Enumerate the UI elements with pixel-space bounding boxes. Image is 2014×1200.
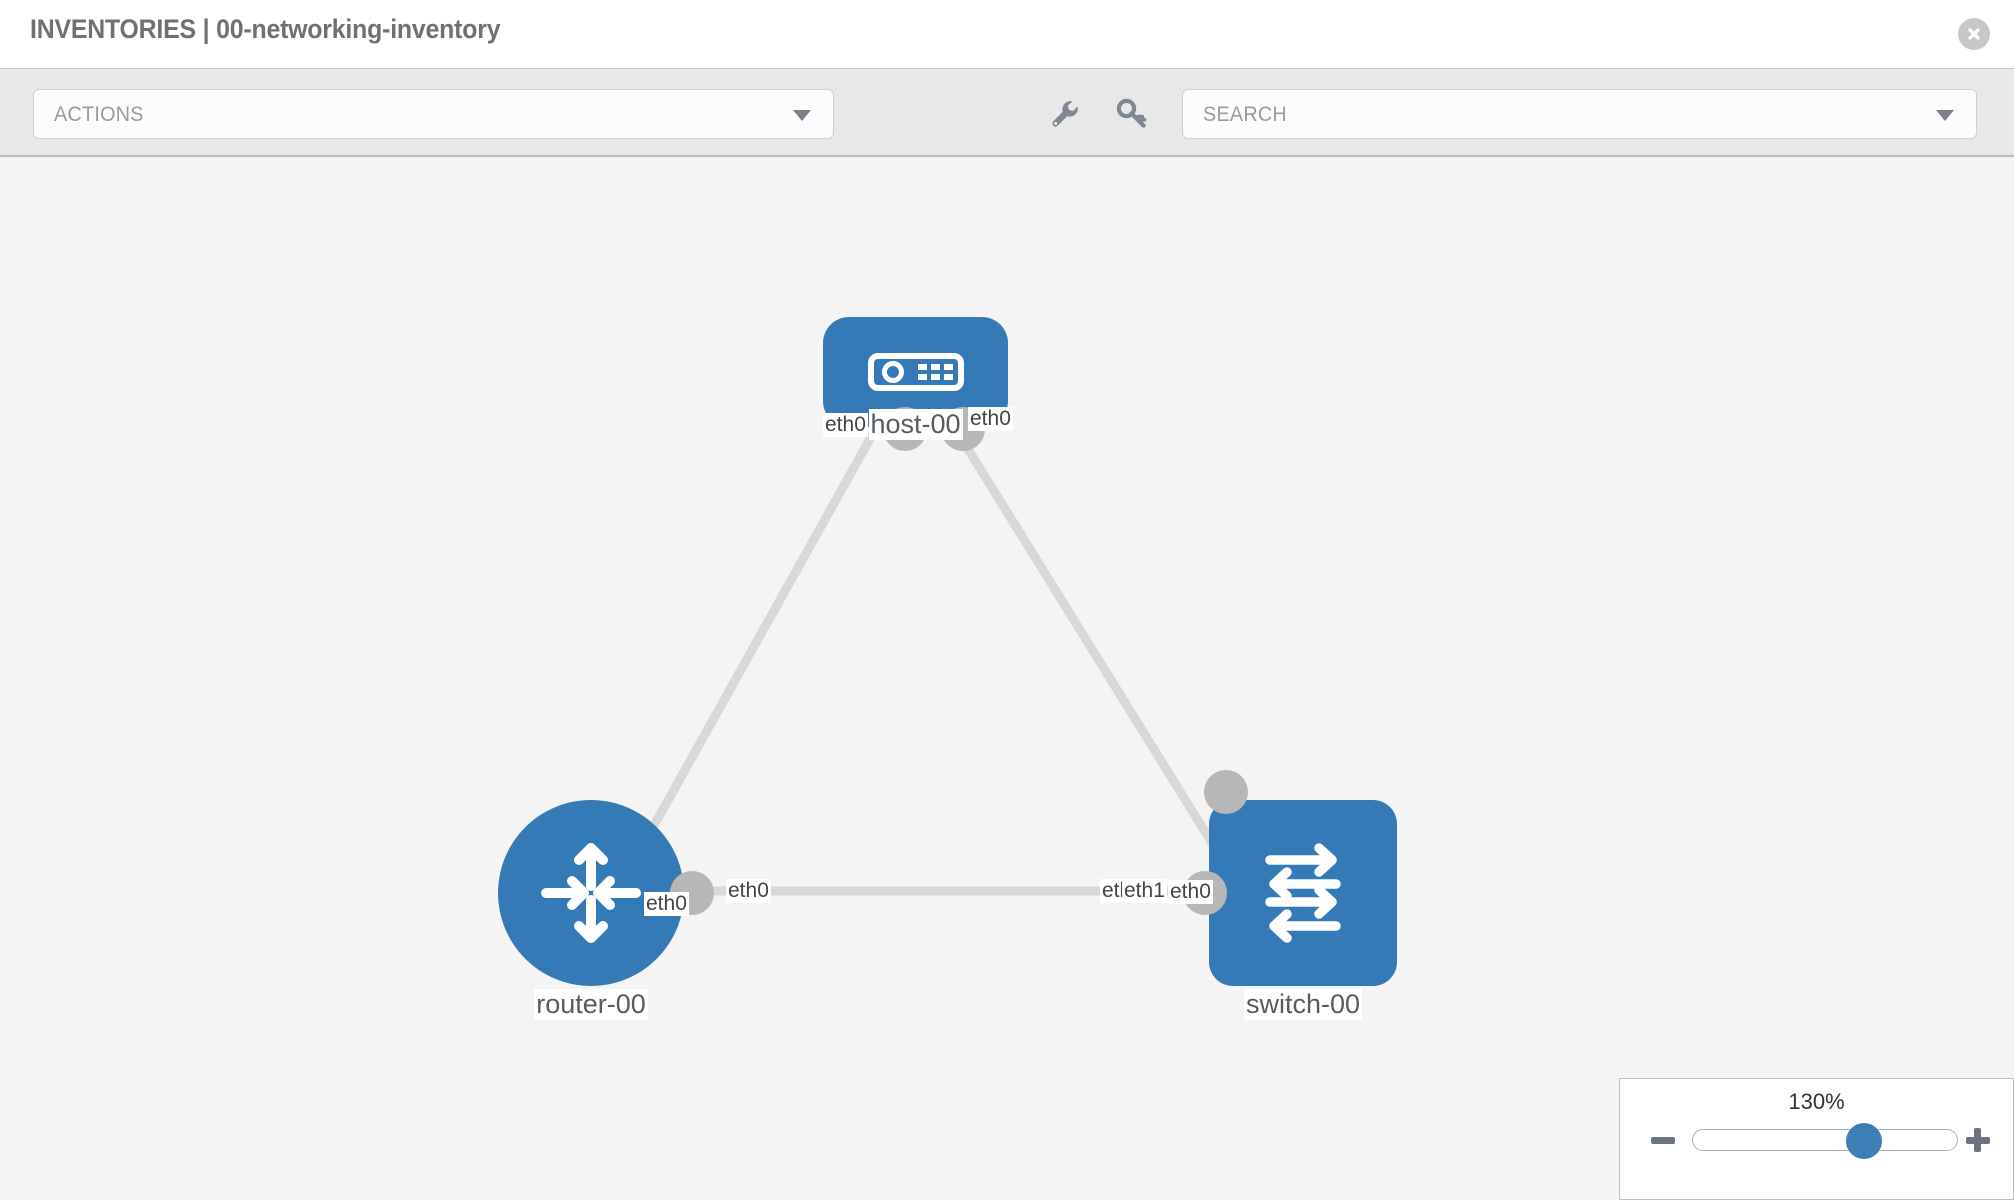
zoom-level-value: 130% xyxy=(1788,1089,1845,1114)
iface-label-router-up: eth0 xyxy=(644,892,689,916)
chevron-down-icon xyxy=(793,110,811,121)
node-label-host: host-00 xyxy=(868,409,963,440)
topology-links xyxy=(624,409,1234,896)
zoom-control-panel: 130% xyxy=(1619,1078,2014,1200)
port-switch-up[interactable] xyxy=(1204,770,1248,814)
slider-thumb[interactable] xyxy=(1846,1123,1883,1159)
iface-label-host-right: eth0 xyxy=(968,407,1013,431)
topology-node-switch[interactable]: switch-00 xyxy=(1183,770,1397,1020)
iface-label-router-right: eth0 xyxy=(726,879,771,903)
node-label-switch: switch-00 xyxy=(1243,989,1363,1020)
wrench-icon[interactable] xyxy=(1043,93,1087,135)
node-label-router: router-00 xyxy=(534,989,648,1020)
iface-label-switch-up: eth0 xyxy=(1168,880,1213,904)
iface-label-host-left: eth0 xyxy=(823,413,868,437)
topology-canvas[interactable]: host-00 eth0 eth0 xyxy=(0,157,2014,1200)
close-icon[interactable] xyxy=(1958,18,1990,50)
page-title: INVENTORIES | 00-networking-inventory xyxy=(30,14,501,44)
switch-icon xyxy=(1209,800,1397,986)
plus-icon xyxy=(1965,1127,1991,1153)
topology-toolbar: ACTIONS SEARCH xyxy=(0,68,2014,157)
search-input[interactable]: SEARCH xyxy=(1182,89,1977,139)
actions-dropdown[interactable]: ACTIONS xyxy=(33,89,834,139)
iface-label-switch-left-b: eth1 xyxy=(1122,879,1167,903)
search-placeholder: SEARCH xyxy=(1203,103,1287,126)
topology-node-host[interactable]: host-00 xyxy=(823,317,1008,451)
zoom-out-button[interactable] xyxy=(1646,1123,1680,1157)
zoom-slider[interactable] xyxy=(1692,1123,1958,1159)
zoom-in-button[interactable] xyxy=(1961,1123,1995,1157)
window-header: INVENTORIES | 00-networking-inventory xyxy=(0,0,2014,68)
key-icon[interactable] xyxy=(1110,93,1154,135)
minus-icon xyxy=(1651,1136,1675,1144)
actions-dropdown-label: ACTIONS xyxy=(54,103,144,126)
chevron-down-icon xyxy=(1936,110,1954,121)
